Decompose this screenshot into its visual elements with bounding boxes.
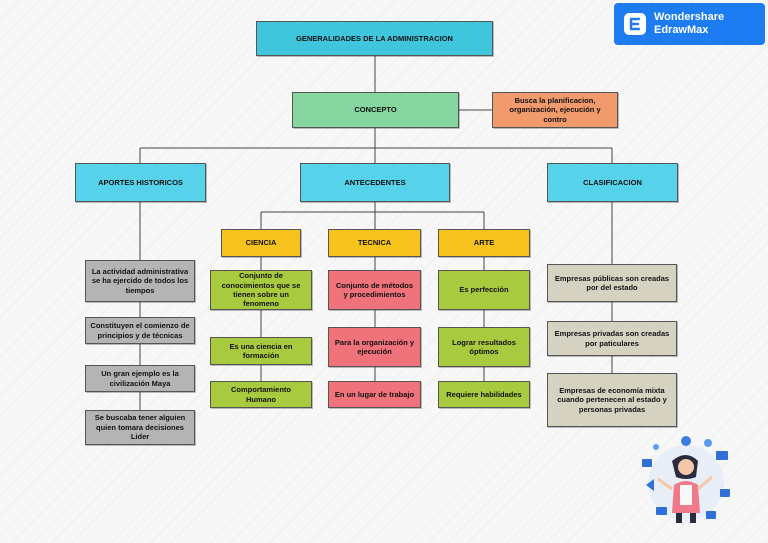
node-tecnica[interactable]: TECNICA bbox=[328, 229, 421, 257]
logo-line2: EdrawMax bbox=[654, 24, 709, 36]
node-clasificacion-item[interactable]: Empresas públicas son creadas por del es… bbox=[547, 264, 677, 302]
node-aportes-item[interactable]: Constituyen el comienzo de principios y … bbox=[85, 317, 195, 344]
logo-line1: Wondershare bbox=[654, 11, 725, 24]
node-aportes-item[interactable]: La actividad administrativa se ha ejerci… bbox=[85, 260, 195, 302]
node-arte-item[interactable]: Requiere habilidades bbox=[438, 381, 530, 408]
node-concept[interactable]: CONCEPTO bbox=[292, 92, 459, 128]
node-tecnica-item[interactable]: Para la organización y ejecución bbox=[328, 327, 421, 367]
node-root[interactable]: GENERALIDADES DE LA ADMINISTRACION bbox=[256, 21, 493, 56]
node-arte-item[interactable]: Lograr resultados óptimos bbox=[438, 327, 530, 367]
node-arte-item[interactable]: Es perfección bbox=[438, 270, 530, 310]
person-with-charts-illustration bbox=[642, 436, 730, 523]
node-tecnica-item[interactable]: Conjunto de métodos y procedimientos bbox=[328, 270, 421, 310]
node-concept-note[interactable]: Busca la planificacion, organización, ej… bbox=[492, 92, 618, 128]
node-ciencia-item[interactable]: Es una ciencia en formación bbox=[210, 337, 312, 365]
node-clasificacion-item[interactable]: Empresas de economía mixta cuando perten… bbox=[547, 373, 677, 427]
node-arte[interactable]: ARTE bbox=[438, 229, 530, 257]
node-clasificacion-item[interactable]: Empresas privadas son creadas por paticu… bbox=[547, 321, 677, 356]
node-clasificacion[interactable]: CLASIFICACION bbox=[547, 163, 678, 202]
edrawmax-logo: Wondershare EdrawMax bbox=[614, 3, 765, 45]
edrawmax-logo-icon bbox=[624, 13, 646, 35]
node-antecedentes[interactable]: ANTECEDENTES bbox=[300, 163, 450, 202]
node-ciencia-item[interactable]: Conjunto de conocimientos que se tienen … bbox=[210, 270, 312, 310]
node-tecnica-item[interactable]: En un lugar de trabajo bbox=[328, 381, 421, 408]
node-aportes-historicos[interactable]: APORTES HISTORICOS bbox=[75, 163, 206, 202]
node-ciencia-item[interactable]: Comportamiento Humano bbox=[210, 381, 312, 408]
node-aportes-item[interactable]: Un gran ejemplo es la civilización Maya bbox=[85, 365, 195, 392]
node-aportes-item[interactable]: Se buscaba tener alguien quien tomara de… bbox=[85, 410, 195, 445]
node-ciencia[interactable]: CIENCIA bbox=[221, 229, 301, 257]
